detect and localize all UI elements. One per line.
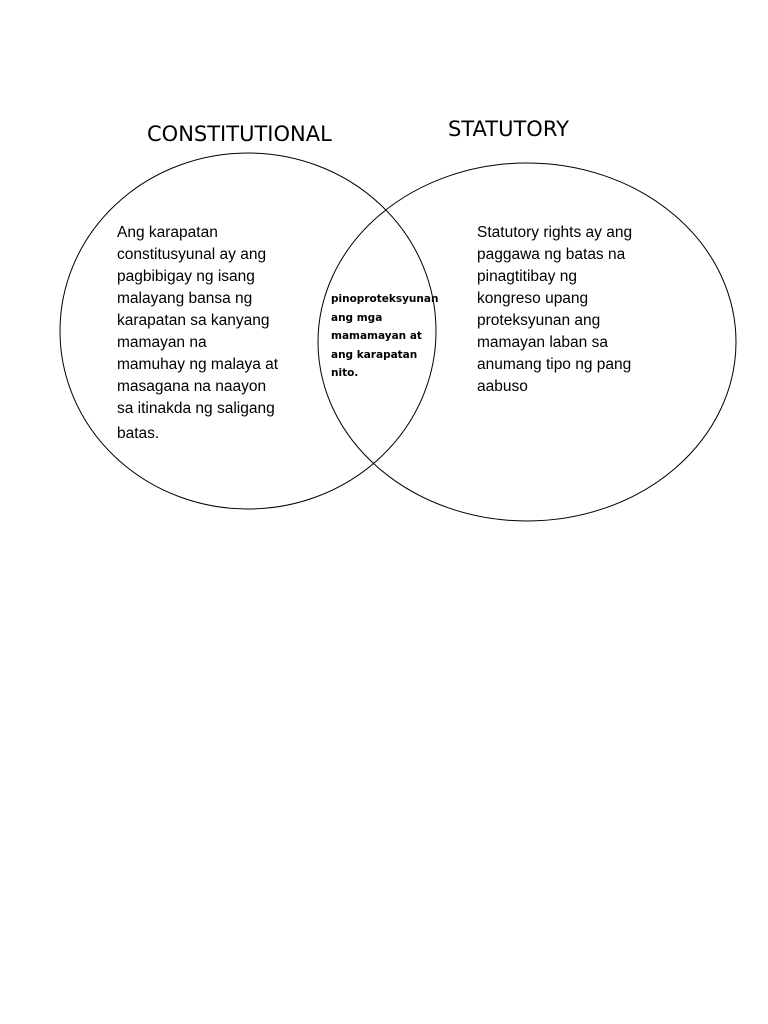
text-line: constitusyunal ay ang [117, 246, 267, 263]
text-line: pagbibigay ng isang [117, 268, 255, 285]
text-line: masagana na naayon [117, 378, 267, 395]
text-line: ang karapatan [331, 348, 418, 361]
left-set-text: Ang karapatan constitusyunal ay ang pagb… [117, 222, 302, 445]
text-line: mamayan na [117, 334, 207, 351]
text-line: karapatan sa kanyang [117, 312, 270, 329]
text-line: pinoproteksyunan [331, 293, 439, 305]
text-line: kongreso upang [477, 290, 589, 307]
text-line: proteksyunan ang [477, 312, 601, 329]
text-line: mamayan laban sa [477, 334, 608, 351]
right-set-text: Statutory rights ay ang paggawa ng batas… [477, 222, 652, 398]
text-line: mamuhay ng malaya at [117, 356, 279, 373]
text-line: batas. [117, 425, 160, 442]
text-line: aabuso [477, 378, 528, 395]
text-line: mamamayan at [331, 330, 422, 342]
text-line: sa itinakda ng saligang [117, 400, 275, 417]
right-set-title: STATUTORY [448, 117, 569, 141]
text-line: ang mga [331, 311, 383, 324]
text-line: malayang bansa ng [117, 290, 253, 307]
left-set-title: CONSTITUTIONAL [147, 122, 332, 146]
text-line: Ang karapatan [117, 224, 218, 241]
text-line: Statutory rights ay ang [477, 224, 633, 241]
text-line: nito. [331, 367, 359, 379]
right-circle [317, 162, 737, 522]
text-line: pinagtitibay ng [477, 268, 577, 285]
text-line: anumang tipo ng pang [477, 356, 632, 373]
intersection-text: pinoproteksyunan ang mga mamamayan at an… [331, 290, 441, 383]
text-line: paggawa ng batas na [477, 246, 626, 263]
left-circle [59, 152, 437, 510]
